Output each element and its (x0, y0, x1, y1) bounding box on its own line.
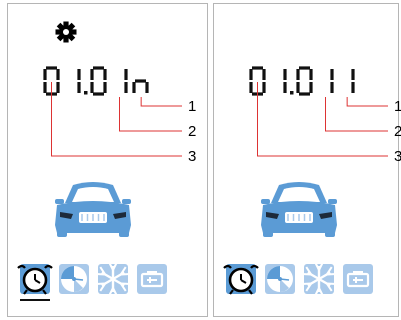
bottom-icon-0[interactable] (17, 264, 53, 301)
screen-right: 1 2 3 (213, 3, 401, 317)
battery-terminal-right (358, 271, 363, 274)
alarm-hand-hour (240, 279, 247, 284)
alarm-clock-icon[interactable] (17, 264, 53, 295)
callout-number: 3 (394, 148, 401, 165)
snowflake-arm (96, 266, 130, 292)
display-digit (132, 79, 149, 93)
car-headlight-left (60, 212, 73, 219)
callout: 1 (140, 97, 196, 115)
snowflake-tip (324, 282, 336, 292)
car-tire-left (263, 231, 273, 237)
timer-sector (267, 266, 280, 279)
display-dot (290, 91, 294, 95)
timer-sector-light (74, 279, 83, 292)
car-tire-left (57, 231, 67, 237)
snowflake-tip (118, 266, 130, 276)
car-headlight-right (113, 212, 126, 219)
timer-hand (73, 278, 84, 281)
car-tire-right (119, 231, 129, 237)
battery-terminal-left (147, 271, 152, 274)
callout: 3 (257, 82, 401, 165)
snowflake-tip (302, 266, 314, 276)
battery-icon[interactable] (343, 264, 373, 294)
timer-dial-icon[interactable] (265, 264, 295, 294)
car-tire-right (325, 231, 335, 237)
snowflake-tip (108, 261, 118, 273)
timer-sector-light (280, 279, 289, 292)
callout-line (257, 82, 388, 157)
callout-number: 2 (188, 123, 196, 140)
timer-sector (61, 266, 74, 279)
car-windshield (278, 187, 320, 202)
callout-line (51, 82, 182, 157)
car-mirror-right (122, 199, 131, 204)
car-front-icon (55, 182, 131, 237)
bottom-icon-3[interactable] (137, 264, 167, 294)
snowflake-tip (314, 261, 324, 273)
alarm-leg-left (23, 289, 28, 295)
car-mirror-left (55, 199, 64, 204)
snowflake-tip (302, 282, 314, 292)
snowflake-tip (96, 266, 108, 276)
callout: 2 (119, 97, 196, 140)
snowflake-tip (314, 285, 324, 297)
alarm-leg-right (42, 289, 47, 295)
alarm-leg-left (229, 289, 234, 295)
callout-line (346, 97, 388, 107)
display-digit (90, 66, 107, 96)
display-digit (296, 66, 313, 96)
snowflake-icon[interactable] (96, 261, 130, 297)
alarm-bell-left (17, 264, 26, 269)
car-bumper (261, 225, 337, 233)
bottom-icon-3[interactable] (343, 264, 373, 294)
callout: 3 (51, 82, 196, 165)
callout-number: 1 (188, 98, 196, 115)
car-mirror-left (261, 199, 270, 204)
gear-tooth (63, 21, 69, 28)
alarm-clock-icon[interactable] (223, 264, 259, 295)
car-front-icon (261, 182, 337, 237)
timer-dial-icon[interactable] (59, 264, 89, 294)
car-headlight-right (319, 212, 332, 219)
snowflake-tip (118, 282, 130, 292)
snowflake-tip (108, 285, 118, 297)
bottom-icon-0[interactable] (223, 264, 259, 295)
callout: 2 (325, 97, 401, 140)
alarm-bell-right (44, 264, 53, 269)
callout-number: 1 (394, 98, 401, 115)
bottom-icon-1[interactable] (265, 264, 295, 294)
callout-line (325, 97, 388, 132)
screen-left: 1 2 3 (7, 3, 208, 317)
alarm-bell-right (250, 264, 259, 269)
callout-line (140, 97, 182, 107)
gear-icon[interactable] (55, 21, 77, 43)
gear-hole (62, 28, 70, 36)
snowflake-icon[interactable] (302, 261, 336, 297)
callout-number: 2 (394, 123, 401, 140)
snowflake-tip (96, 282, 108, 292)
bottom-icon-2[interactable] (96, 261, 130, 297)
gear-tooth (63, 36, 69, 43)
timer-hand (279, 278, 290, 281)
alarm-leg-right (248, 289, 253, 295)
alarm-bell-left (223, 264, 232, 269)
snowflake-arm (302, 266, 336, 292)
alarm-hand-hour (34, 279, 41, 284)
callout: 1 (346, 97, 401, 115)
car-windshield (72, 187, 114, 202)
car-bumper (55, 225, 131, 233)
bottom-icon-1[interactable] (59, 264, 89, 294)
car-headlight-left (266, 212, 279, 219)
battery-terminal-left (353, 271, 358, 274)
snowflake-tip (324, 266, 336, 276)
callout-number: 3 (188, 148, 196, 165)
car-mirror-right (328, 199, 337, 204)
battery-icon[interactable] (137, 264, 167, 294)
callout-line (119, 97, 182, 132)
bottom-icon-2[interactable] (302, 261, 336, 297)
display-dot (84, 91, 88, 95)
battery-terminal-right (152, 271, 157, 274)
